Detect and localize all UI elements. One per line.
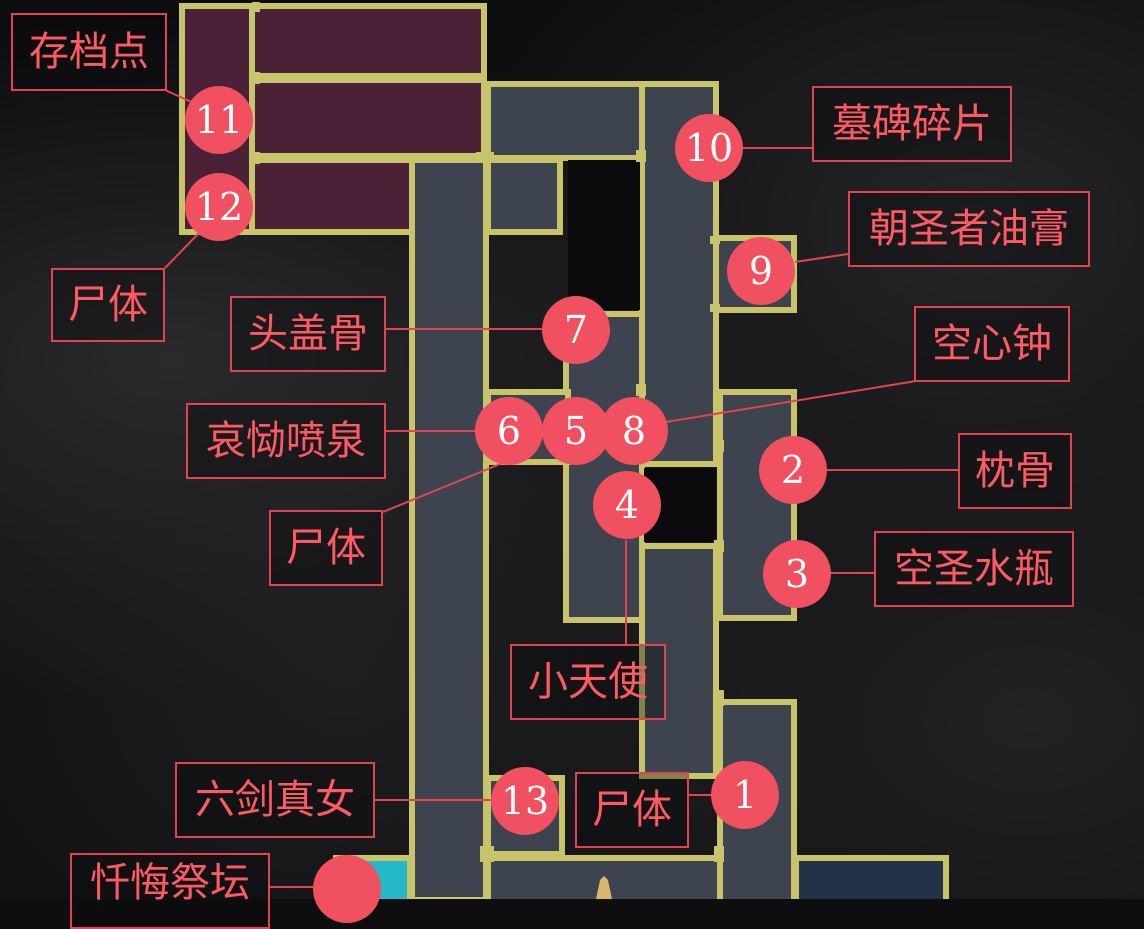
- label-corpse-top: 尸体: [51, 268, 165, 342]
- marker-11[interactable]: 11: [185, 86, 253, 154]
- label-penitence-altar: 忏悔祭坛: [70, 853, 270, 929]
- altar-icon: [596, 876, 612, 899]
- marker-7[interactable]: 7: [542, 296, 610, 364]
- label-corpse-mid: 尸体: [269, 510, 383, 586]
- label-cherub: 小天使: [510, 644, 666, 720]
- marker-10[interactable]: 10: [675, 114, 743, 182]
- label-fountain-of-sorrow: 哀恸喷泉: [186, 403, 386, 479]
- marker-6[interactable]: 6: [475, 397, 543, 465]
- label-corpse-bottom: 尸体: [575, 772, 689, 848]
- map-room: [409, 157, 489, 899]
- label-save-point: 存档点: [11, 13, 167, 91]
- marker-5[interactable]: 5: [542, 397, 610, 465]
- map-room: [563, 311, 645, 623]
- map-room: [639, 543, 719, 779]
- marker-4[interactable]: 4: [593, 471, 661, 539]
- marker-12[interactable]: 12: [185, 173, 253, 241]
- map-room: [793, 855, 949, 899]
- label-tombstone-shard: 墓碑碎片: [812, 86, 1012, 162]
- label-six-sword-maiden: 六剑真女: [175, 762, 375, 838]
- marker-9[interactable]: 9: [727, 237, 795, 305]
- marker-13[interactable]: 13: [491, 767, 559, 835]
- marker-8[interactable]: 8: [600, 397, 668, 465]
- label-hollow-bell: 空心钟: [914, 306, 1070, 382]
- label-pilgrim-ointment: 朝圣者油膏: [848, 191, 1090, 267]
- marker-3[interactable]: 3: [763, 540, 831, 608]
- map-room: [485, 157, 563, 235]
- connector-lines: [164, 89, 958, 888]
- marker-1[interactable]: 1: [711, 761, 779, 829]
- label-occipital-bone: 枕骨: [958, 433, 1072, 509]
- marker-altar[interactable]: [313, 855, 381, 923]
- marker-2[interactable]: 2: [759, 436, 827, 504]
- map-gap: [568, 160, 640, 310]
- label-empty-holy-vial: 空圣水瓶: [874, 531, 1074, 607]
- label-skull: 头盖骨: [230, 296, 386, 372]
